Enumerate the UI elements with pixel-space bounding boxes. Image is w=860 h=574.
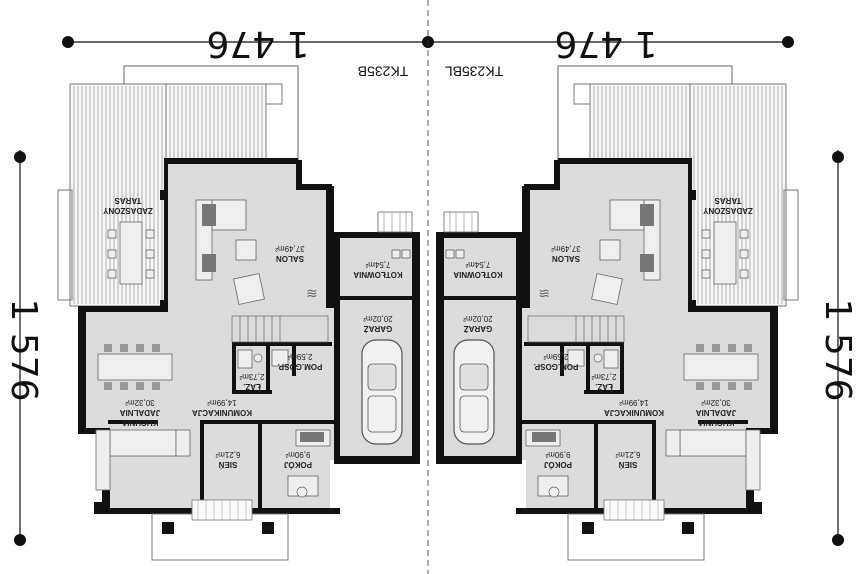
label-pokoj: POKÓJ — [284, 460, 312, 469]
area-garaz-right: 20,02m² — [463, 314, 493, 323]
label-kotlownia: KOTŁOWNIA — [353, 270, 403, 279]
area-laz-right: 2,73m² — [591, 372, 616, 381]
area-laz: 2,73m² — [239, 372, 264, 381]
label-laz: ŁAZ. — [243, 382, 261, 391]
area-komunikacja-right: 14,99m² — [619, 398, 649, 407]
area-pom-gosp: 2,59m² — [287, 352, 312, 361]
label-pom-gosp-right: POM.GOSP. — [534, 362, 579, 371]
dimension-side-right: 1 576 — [817, 298, 858, 401]
car-icon — [361, 339, 403, 445]
label-taras-name2: TARAS — [114, 196, 142, 205]
area-pokoj: 9,90m² — [285, 450, 310, 459]
area-kotlownia-right: 7,54m² — [465, 260, 490, 269]
area-kuchnia-right: 30,32m² — [701, 398, 731, 407]
room-labels-right: ZADASZONY TARAS SALON 37,49m² KOTŁOWNIA … — [453, 196, 753, 469]
code-right: TK235BL — [445, 63, 504, 79]
label-sien-right: SIEŃ — [618, 460, 637, 469]
area-salon: 37,49m² — [275, 244, 305, 253]
label-garaz: GARAŻ — [364, 324, 393, 333]
area-pom-gosp-right: 2,59m² — [543, 352, 568, 361]
label-komunikacja: KOMUNIKACJA — [192, 408, 252, 417]
code-left: TK235B — [358, 63, 409, 79]
area-pokoj-right: 9,90m² — [545, 450, 570, 459]
area-kotlownia: 7,54m² — [365, 260, 390, 269]
label-salon: SALON — [276, 254, 304, 263]
label-kuchnia-name1: KUCHNIA — [121, 418, 158, 427]
label-taras-name1-right: ZADASZONY — [702, 206, 752, 215]
area-komunikacja: 14,99m² — [207, 398, 237, 407]
area-garaz: 20,02m² — [363, 314, 393, 323]
label-taras-name2-right: TARAS — [714, 196, 742, 205]
label-kuchnia-name2-right: JADALNIA — [696, 408, 737, 417]
unit-right — [435, 65, 799, 561]
area-sien-right: 6,21m² — [615, 450, 640, 459]
label-sien: SIEŃ — [218, 460, 237, 469]
dimension-side-left: 1 576 — [3, 298, 44, 401]
dimension-top-right: 1 476 — [554, 23, 657, 64]
label-laz-right: ŁAZ. — [595, 382, 613, 391]
label-kuchnia-name2: JADALNIA — [120, 408, 161, 417]
dimension-top-left: 1 476 — [206, 23, 309, 64]
label-garaz-right: GARAŻ — [464, 324, 493, 333]
svg-text:≋: ≋ — [306, 286, 318, 302]
unit-left: ≋ — [57, 65, 420, 561]
label-pom-gosp: POM.GOSP. — [278, 362, 323, 371]
label-kotlownia-right: KOTŁOWNIA — [453, 270, 503, 279]
area-sien: 6,21m² — [215, 450, 240, 459]
area-kuchnia: 30,32m² — [125, 398, 155, 407]
label-salon-right: SALON — [552, 254, 580, 263]
label-pokoj-right: POKÓJ — [544, 460, 572, 469]
label-kuchnia-name1-right: KUCHNIA — [697, 418, 734, 427]
label-komunikacja-right: KOMUNIKACJA — [604, 408, 664, 417]
area-salon-right: 37,49m² — [551, 244, 581, 253]
label-taras-name1: ZADASZONY — [102, 206, 152, 215]
dimension-lines — [14, 0, 844, 574]
room-labels-left: ZADASZONY TARAS SALON 37,49m² KOTŁOWNIA … — [102, 196, 402, 469]
